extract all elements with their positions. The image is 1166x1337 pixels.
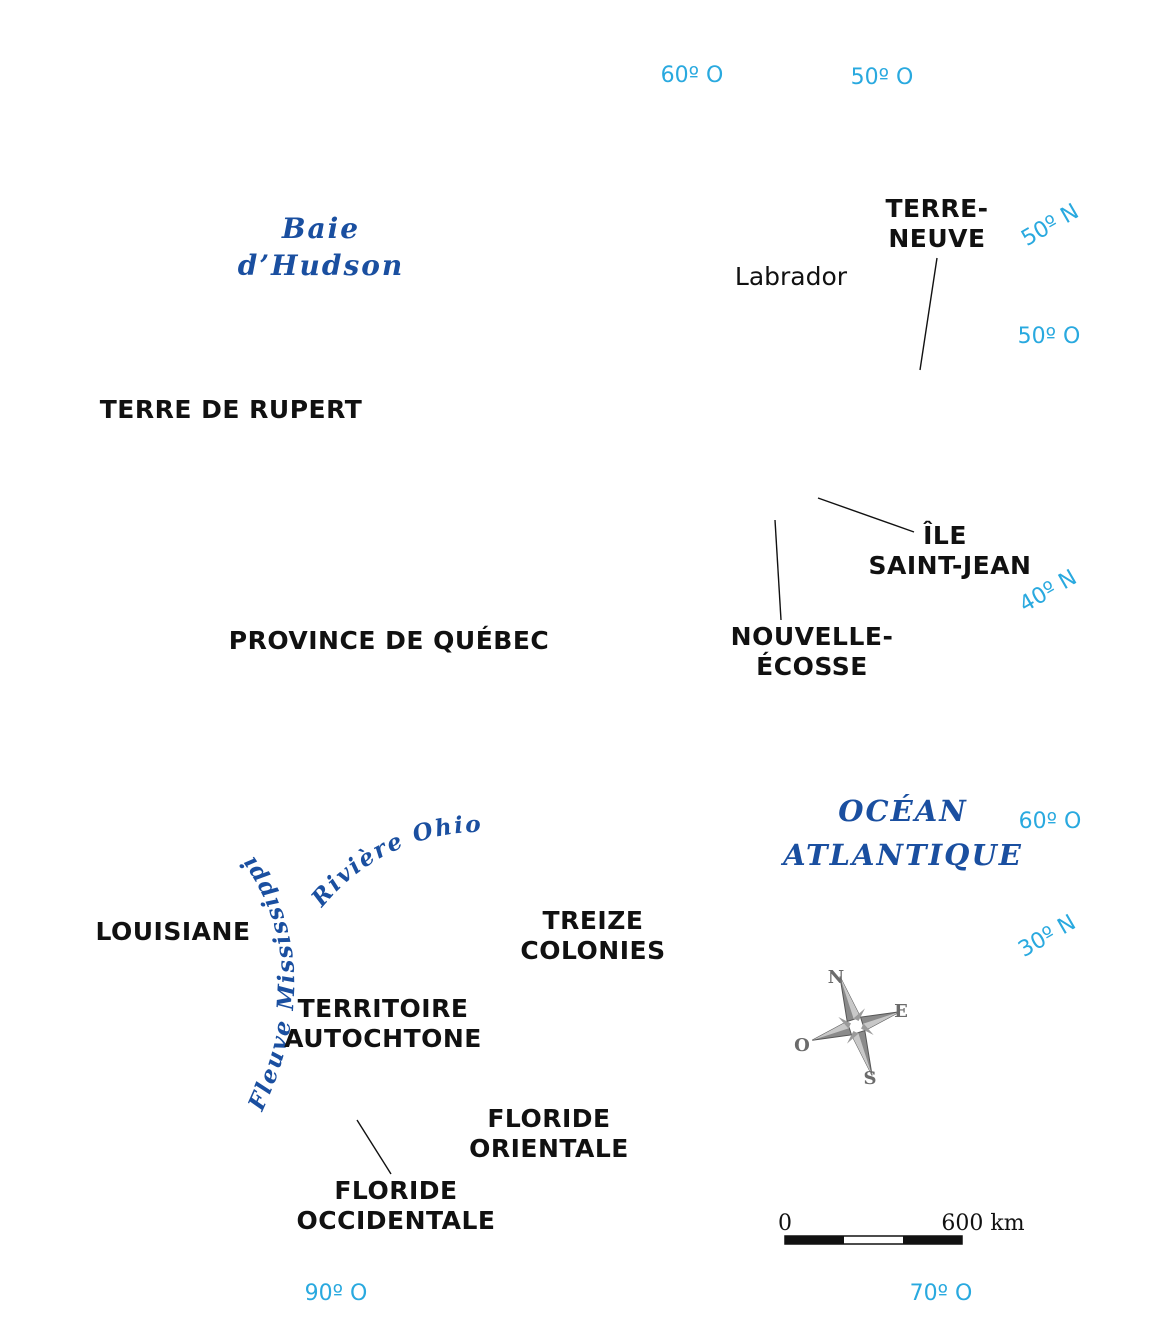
river-label-ohio: Rivière Ohio — [305, 811, 483, 913]
territory-louisiane: LOUISIANE — [95, 917, 250, 946]
water-label-baie-hudson-line1: Baie — [281, 212, 360, 245]
compass-label-north: N — [828, 967, 844, 988]
lat-label-30n: 30º N — [1014, 910, 1080, 963]
territory-terre-neuve-line1: TERRE- — [885, 194, 988, 223]
lon-label-90w-bottom: 90º O — [305, 1281, 368, 1306]
territory-territoire-autochtone-line2: AUTOCHTONE — [284, 1024, 482, 1053]
territory-floride-occidentale-line1: FLORIDE — [334, 1176, 457, 1205]
territory-terre-de-rupert: TERRE DE RUPERT — [100, 395, 363, 424]
compass-diagonal-nw — [838, 1017, 851, 1029]
leader-line-nouvelle-ecosse — [774, 519, 782, 621]
lon-label-70w-bottom: 70º O — [910, 1281, 973, 1306]
territory-nouvelle-ecosse-line2: ÉCOSSE — [756, 652, 868, 681]
lon-label-60w-top: 60º O — [661, 63, 724, 88]
scale-bar-segment-1 — [785, 1236, 844, 1244]
compass-rose — [812, 976, 900, 1076]
leader-line-ile-saint-jean — [817, 497, 915, 533]
scale-bar-segment-3 — [903, 1236, 962, 1244]
scale-label-end: 600 km — [941, 1211, 1024, 1236]
territory-floride-orientale-line2: ORIENTALE — [469, 1134, 629, 1163]
leader-line-floride-occidentale — [356, 1119, 392, 1175]
compass-arm-west-shade — [812, 1021, 850, 1041]
territory-ile-saint-jean-line1: ÎLE — [923, 521, 967, 550]
leader-line-terre-neuve — [919, 257, 938, 371]
territory-treize-colonies-line2: COLONIES — [520, 936, 665, 965]
river-label-mississippi-path: Fleuve Mississippi — [234, 850, 298, 1116]
lon-label-50w-right: 50º O — [1018, 324, 1081, 349]
territory-treize-colonies-line1: TREIZE — [543, 906, 644, 935]
river-label-ohio-path: Rivière Ohio — [305, 811, 481, 913]
lon-label-60w-right: 60º O — [1019, 809, 1082, 834]
compass-diagonal-sw — [847, 1031, 859, 1044]
compass-diagonal-se — [861, 1023, 874, 1035]
compass-label-south: S — [864, 1068, 877, 1089]
scale-bar — [784, 1235, 963, 1245]
territory-terre-neuve-line2: NEUVE — [888, 224, 985, 253]
water-label-ocean-line2: ATLANTIQUE — [780, 838, 1023, 872]
compass-diagonal-ne — [853, 1008, 865, 1021]
water-label-baie-hudson-line2: d’Hudson — [238, 249, 405, 282]
territory-territoire-autochtone-line1: TERRITOIRE — [298, 994, 469, 1023]
water-label-ocean-line1: OCÉAN — [838, 793, 967, 828]
territory-floride-orientale-line1: FLORIDE — [487, 1104, 610, 1133]
compass-label-east: E — [894, 1001, 908, 1022]
river-label-mississippi: Fleuve Mississippi — [234, 850, 300, 1116]
territory-floride-occidentale-line2: OCCIDENTALE — [297, 1206, 496, 1235]
place-labrador: Labrador — [735, 262, 848, 291]
compass-arm-east-shade — [862, 1011, 900, 1031]
territory-province-de-quebec: PROVINCE DE QUÉBEC — [229, 626, 550, 655]
lon-label-50w-top: 50º O — [851, 65, 914, 90]
lat-label-50n: 50º N — [1017, 199, 1083, 252]
compass-arm-south-shade — [851, 1032, 873, 1076]
compass-label-west: O — [794, 1035, 810, 1056]
territory-nouvelle-ecosse-line1: NOUVELLE- — [731, 622, 894, 651]
territory-ile-saint-jean-line2: SAINT-JEAN — [869, 551, 1032, 580]
compass-arm-north-shade — [839, 976, 861, 1020]
scale-label-start: 0 — [778, 1211, 792, 1236]
